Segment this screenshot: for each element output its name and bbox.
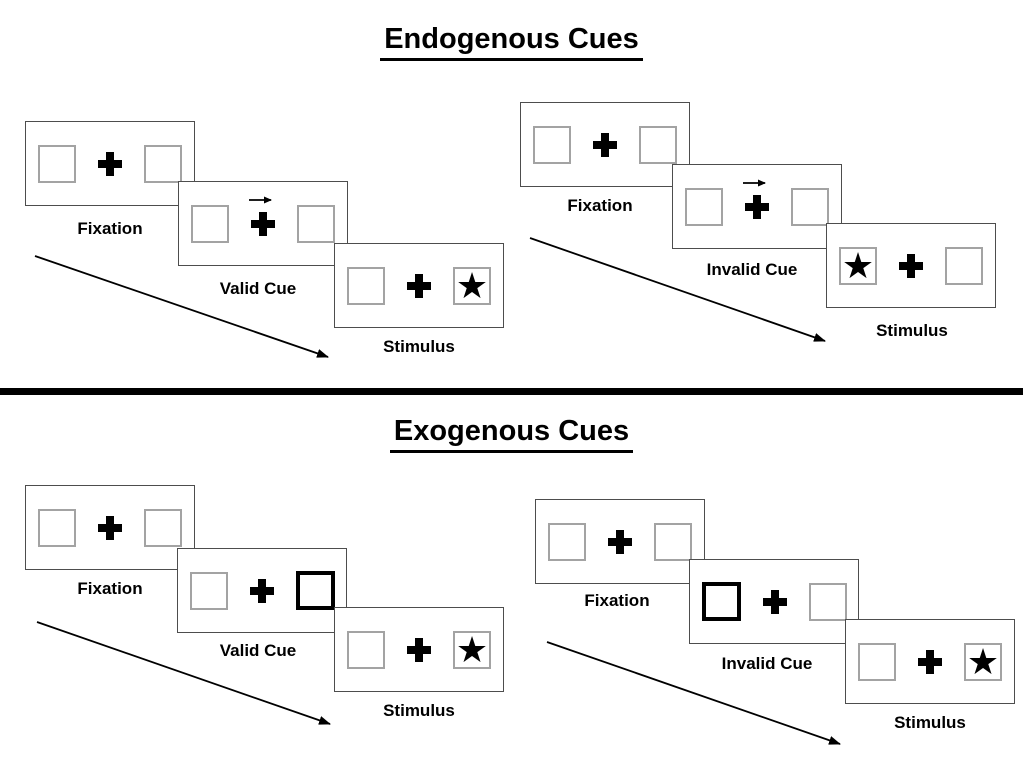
section-divider	[0, 388, 1023, 395]
left-placeholder-box	[858, 642, 896, 681]
valid-cue-label: Valid Cue	[219, 279, 297, 298]
right-placeholder-box	[144, 144, 182, 183]
fixation-cross-icon	[407, 273, 431, 298]
fixation-cross-icon	[249, 196, 275, 236]
left-placeholder-box	[533, 125, 571, 164]
right-stimulus-box: ★	[453, 264, 491, 306]
stimulus-label: Stimulus	[383, 337, 455, 356]
flow-arrow-endogenous-valid	[34, 255, 329, 358]
right-arrow-cue-icon	[249, 196, 272, 203]
left-placeholder-box	[38, 144, 76, 183]
invalid-cue-label: Invalid Cue	[721, 654, 813, 673]
left-placeholder-box	[191, 204, 229, 243]
valid-cue-panel	[177, 548, 347, 633]
fixation-panel	[535, 499, 705, 584]
fixation-cross-icon	[899, 253, 923, 278]
left-placeholder-box	[685, 187, 723, 226]
right-highlighted-cue-box	[295, 571, 335, 610]
fixation-cross-icon	[762, 589, 787, 614]
right-placeholder-box	[639, 125, 677, 164]
star-stimulus-icon: ★	[455, 628, 489, 670]
fixation-panel	[25, 121, 195, 206]
invalid-cue-label: Invalid Cue	[706, 260, 798, 279]
fixation-panel	[25, 485, 195, 570]
stimulus-panel: ★	[334, 607, 504, 692]
left-placeholder-box	[347, 630, 385, 669]
right-placeholder-box	[808, 582, 847, 621]
invalid-cue-panel	[672, 164, 842, 249]
right-placeholder-box	[144, 508, 182, 547]
stimulus-label: Stimulus	[894, 713, 966, 732]
valid-cue-panel	[178, 181, 348, 266]
star-stimulus-icon: ★	[841, 244, 875, 286]
fixation-panel	[520, 102, 690, 187]
fixation-cross-icon	[98, 151, 122, 176]
right-stimulus-box: ★	[453, 628, 491, 670]
flow-arrow-exogenous-valid	[36, 621, 331, 725]
right-placeholder-box	[791, 187, 829, 226]
stimulus-panel: ★	[334, 243, 504, 328]
fixation-cross-icon	[918, 649, 942, 674]
right-arrow-cue-icon	[743, 179, 766, 186]
valid-cue-label: Valid Cue	[219, 641, 297, 660]
left-stimulus-box: ★	[839, 244, 877, 286]
invalid-cue-panel	[689, 559, 859, 644]
right-placeholder-box	[945, 246, 983, 285]
left-placeholder-box	[548, 522, 586, 561]
star-stimulus-icon: ★	[455, 264, 489, 306]
fixation-label: Fixation	[584, 591, 650, 610]
left-highlighted-cue-box	[701, 582, 741, 621]
left-placeholder-box	[189, 571, 228, 610]
stimulus-label: Stimulus	[383, 701, 455, 720]
stimulus-panel: ★	[826, 223, 996, 308]
fixation-label: Fixation	[567, 196, 633, 215]
star-stimulus-icon: ★	[966, 640, 1000, 682]
stimulus-panel: ★	[845, 619, 1015, 704]
fixation-cross-icon	[743, 179, 769, 219]
right-placeholder-box	[654, 522, 692, 561]
left-placeholder-box	[38, 508, 76, 547]
fixation-label: Fixation	[77, 219, 143, 238]
fixation-label: Fixation	[77, 579, 143, 598]
fixation-cross-icon	[249, 578, 274, 603]
fixation-cross-icon	[593, 132, 617, 157]
right-stimulus-box: ★	[964, 640, 1002, 682]
stimulus-label: Stimulus	[876, 321, 948, 340]
flow-arrow-endogenous-invalid	[529, 237, 826, 342]
endogenous-section-title: Endogenous Cues	[0, 22, 1023, 61]
right-placeholder-box	[297, 204, 335, 243]
left-placeholder-box	[347, 266, 385, 305]
exogenous-section-title: Exogenous Cues	[0, 414, 1023, 453]
fixation-cross-icon	[407, 637, 431, 662]
flow-arrow-exogenous-invalid	[546, 641, 841, 745]
fixation-cross-icon	[608, 529, 632, 554]
fixation-cross-icon	[98, 515, 122, 540]
